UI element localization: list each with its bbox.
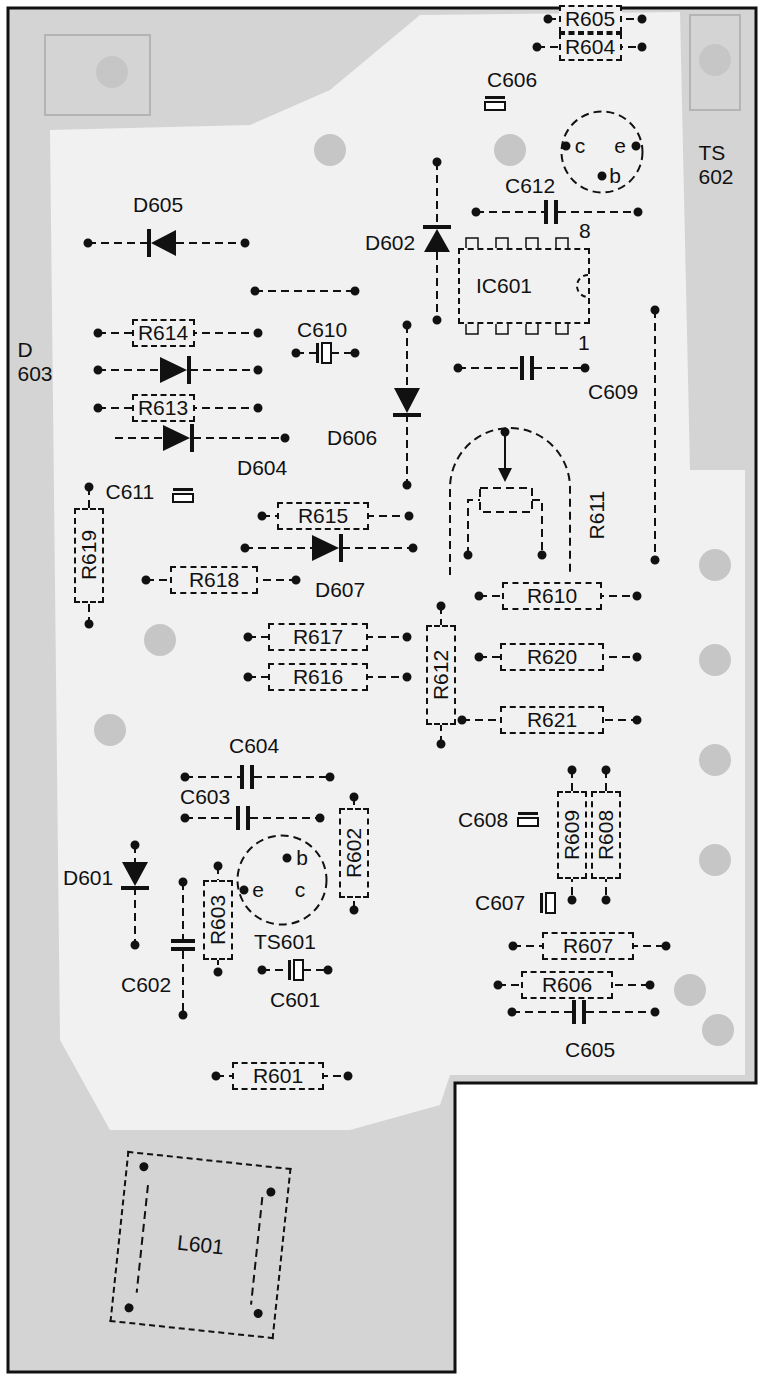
component-label: D607 <box>315 578 365 602</box>
resistor-outline: R609 <box>557 791 587 879</box>
transistor-outline-line <box>238 836 327 925</box>
component-label: C603 <box>180 785 230 809</box>
resistor-outline: R617 <box>268 623 368 651</box>
resistor-outline: R621 <box>500 706 604 734</box>
resistor-label: R605 <box>565 7 615 31</box>
resistor-label: R607 <box>563 934 613 958</box>
pin-letter: c <box>575 134 586 158</box>
component-label: 8 <box>579 219 591 243</box>
component-label: D606 <box>327 426 377 450</box>
solder-pads <box>129 1167 272 1322</box>
resistor-label: R614 <box>138 321 188 345</box>
board-outline <box>8 8 756 1372</box>
resistor-label: R601 <box>253 1064 303 1088</box>
transistor-symbol <box>560 110 644 194</box>
resistor-outline: R616 <box>268 663 368 691</box>
resistor-label: R603 <box>206 895 230 945</box>
coil-label: L601 <box>176 1231 225 1260</box>
resistor-outline: R613 <box>132 394 195 422</box>
resistor-outline: R608 <box>591 791 621 879</box>
component-label: C606 <box>487 68 537 92</box>
component-label: C609 <box>588 380 638 404</box>
resistor-label: R621 <box>527 708 577 732</box>
component-label: C612 <box>505 174 555 198</box>
ic-notch-line <box>577 275 588 297</box>
solder-pads <box>244 858 287 890</box>
resistor-label: R609 <box>560 810 584 860</box>
resistor-outline: R603 <box>203 880 233 960</box>
component-label: C611 <box>106 480 155 504</box>
resistor-outline: R610 <box>502 582 602 610</box>
pin-letter: b <box>609 164 621 188</box>
resistor-label: R619 <box>77 530 101 580</box>
transistor-outline: b e c <box>236 834 328 926</box>
solder-pads <box>88 19 666 1076</box>
component-label: D605 <box>133 193 183 217</box>
component-label: C602 <box>121 973 171 997</box>
resistor-outline: R604 <box>559 33 622 61</box>
resistor-label: R620 <box>527 645 577 669</box>
component-label: TS 602 <box>699 141 734 189</box>
resistor-label: R617 <box>293 625 343 649</box>
pin-letter: b <box>296 846 308 870</box>
resistor-label: R608 <box>594 810 618 860</box>
component-label: D604 <box>237 456 287 480</box>
ic-label: IC601 <box>476 274 532 298</box>
resistor-outline: R620 <box>500 643 604 671</box>
transistor-outline: c eb <box>560 110 644 194</box>
pin-letter: e <box>614 134 626 158</box>
resistor-label: R618 <box>189 568 239 592</box>
resistor-label: R604 <box>565 35 615 59</box>
resistor-label: R606 <box>542 973 592 997</box>
transistor-outline-line <box>562 112 643 193</box>
resistor-outline: R605 <box>559 5 622 33</box>
resistor-outline: R612 <box>426 625 456 725</box>
capacitor-symbols <box>171 96 586 1024</box>
diode-symbols <box>121 225 512 890</box>
resistor-outline: R618 <box>170 566 258 594</box>
pin-letter: c <box>295 878 306 902</box>
component-label: C605 <box>565 1038 615 1062</box>
resistor-outline: R601 <box>232 1062 324 1090</box>
component-label: C607 <box>475 891 525 915</box>
coil-outline: L601 <box>109 1151 291 1339</box>
component-label: R611 <box>585 491 609 540</box>
wiper-arrow <box>504 436 506 469</box>
component-label: C608 <box>458 808 508 832</box>
resistor-label: R613 <box>138 396 188 420</box>
component-label: C610 <box>297 318 347 342</box>
resistor-outline: R607 <box>542 932 634 960</box>
coil-lines <box>136 1185 262 1304</box>
transistor-symbol <box>236 834 328 926</box>
component-leads <box>88 19 666 1076</box>
resistor-outline: R614 <box>132 319 195 347</box>
component-label: D 603 <box>18 338 53 386</box>
component-label: D601 <box>63 866 113 890</box>
component-label: C604 <box>229 734 279 758</box>
resistor-label: R615 <box>298 504 348 528</box>
resistor-outline: R606 <box>521 971 613 999</box>
electrolytic-plates <box>173 102 555 980</box>
component-label: TS601 <box>254 930 316 954</box>
resistor-outline: R602 <box>339 808 369 898</box>
resistor-label: R616 <box>293 665 343 689</box>
resistor-label: R610 <box>527 584 577 608</box>
component-label: 1 <box>578 331 590 355</box>
resistor-outline: R619 <box>74 508 104 603</box>
board-outline-marks <box>45 15 740 115</box>
pin-letter: e <box>252 878 264 902</box>
resistor-outline: R615 <box>277 502 369 530</box>
component-label: D602 <box>365 231 415 255</box>
component-label: C601 <box>270 988 320 1012</box>
resistor-label: R612 <box>429 650 453 700</box>
component-field <box>50 12 745 1130</box>
resistor-label: R602 <box>342 828 366 878</box>
ic-outline: IC601 <box>458 248 590 324</box>
